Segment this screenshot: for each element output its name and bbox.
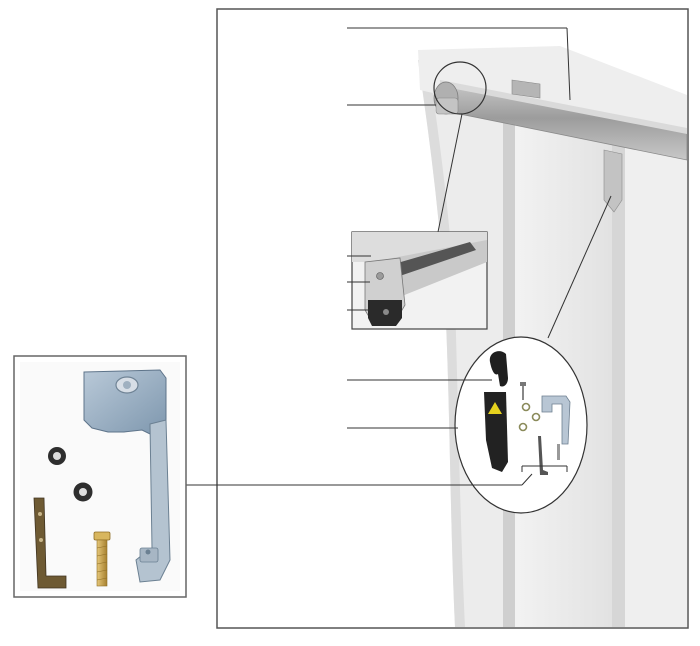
screw-thread [96, 569, 108, 573]
bracket-bolt-hole-inner [123, 381, 131, 389]
hinge-pin-detail [351, 231, 488, 330]
screw-head [520, 382, 526, 386]
inset-screw [376, 272, 384, 280]
leader-line-hardware-angle [521, 473, 533, 486]
l-bracket-hole [39, 538, 43, 542]
allen-key [538, 436, 548, 475]
inset-rail-groove [380, 242, 476, 280]
right-frame-edge [612, 140, 625, 627]
screw-thread [96, 577, 108, 581]
parts-callout [454, 195, 612, 514]
parts-connector [547, 195, 612, 339]
detail-connector [437, 113, 463, 233]
leader-line-rail-drop [566, 27, 571, 101]
l-bracket [541, 395, 571, 445]
door-tab [603, 149, 623, 213]
washer-large-hole [79, 488, 87, 496]
screw-thread [96, 553, 108, 557]
screw [522, 386, 524, 400]
warning-label [488, 402, 502, 414]
upper-hinge-bracket [435, 97, 459, 115]
parts-ellipse [454, 336, 588, 514]
hardware-photo [13, 355, 187, 598]
right-frame [620, 140, 687, 627]
washer [518, 422, 528, 432]
detail-circle-rail-end [433, 61, 487, 115]
l-bracket-hole [38, 512, 42, 516]
door-hook [489, 351, 508, 387]
washer-large-hole [53, 452, 61, 460]
washer [521, 402, 531, 412]
mounting-bracket-foot [139, 547, 159, 563]
mounting-bracket-hole [145, 549, 151, 555]
mounting-bracket [83, 369, 167, 435]
screw-thread [96, 545, 108, 549]
rail-clip [511, 79, 541, 99]
main-illustration [216, 8, 689, 629]
bracket-screw [557, 444, 560, 460]
screw-thread [96, 561, 108, 565]
inset-pin [383, 309, 389, 315]
screw-head [93, 531, 111, 541]
washer [531, 412, 541, 422]
l-bracket [33, 497, 67, 589]
top-rail-highlight [440, 80, 687, 134]
